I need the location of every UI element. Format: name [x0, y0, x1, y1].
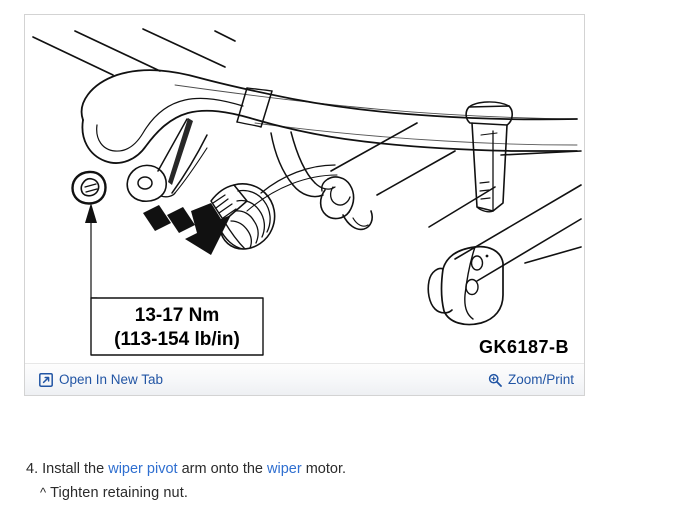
torque-value-imperial: (113-154 lb/in) [114, 329, 240, 350]
figure-panel: 13-17 Nm (113-154 lb/in) GK6187-B Open I… [24, 14, 585, 396]
pivot-boss-eye [126, 118, 208, 203]
instruction-step-line: 4. Install the wiper pivot arm onto the … [26, 458, 646, 481]
wiper-pivot-diagram[interactable]: 13-17 Nm (113-154 lb/in) GK6187-B [25, 15, 584, 363]
substep-marker: ^ [40, 485, 47, 500]
step-text-after: motor. [305, 461, 347, 477]
magnifier-icon [488, 373, 502, 387]
step-text-between: arm onto the [181, 461, 263, 477]
torque-spec-box [90, 297, 264, 356]
external-link-icon [39, 372, 53, 387]
instruction-block: 4. Install the wiper pivot arm onto the … [26, 458, 646, 505]
wiper-motor-shaft [210, 183, 276, 250]
figure-id-label: GK6187-B [479, 337, 569, 357]
zoom-print-label: Zoom/Print [507, 372, 574, 387]
instruction-substep-line: ^ Tighten retaining nut. [26, 481, 646, 505]
wiper-pivot-link[interactable]: wiper pivot [108, 461, 178, 477]
zoom-print-button[interactable]: Zoom/Print [488, 371, 574, 388]
install-direction-arrow [143, 203, 231, 255]
linkage-rod [270, 131, 336, 198]
cowl-arc-detail [246, 164, 338, 212]
cowl-hatch-lines-upper [32, 28, 236, 76]
substep-text: Tighten retaining nut. [50, 485, 188, 501]
linkage-hook-clip [319, 176, 373, 231]
open-in-new-tab-button[interactable]: Open In New Tab [39, 371, 163, 388]
cowl-clip-retainer [465, 101, 513, 213]
step-text-before: Install the [42, 461, 105, 477]
wiper-link[interactable]: wiper [267, 461, 302, 477]
step-number: 4. [26, 461, 39, 477]
open-in-new-tab-label: Open In New Tab [59, 372, 164, 387]
diagram-line-art: 13-17 Nm (113-154 lb/in) GK6187-B [25, 15, 584, 363]
torque-value-metric: 13-17 Nm [135, 305, 220, 326]
wiper-pivot-arm-tube [80, 69, 578, 164]
figure-toolbar: Open In New Tab Zoom/Print [25, 363, 584, 395]
cowl-panel-lines-right [330, 122, 582, 282]
pivot-collar-band [236, 87, 273, 128]
retaining-nut [71, 170, 107, 205]
mounting-bracket [427, 245, 504, 326]
